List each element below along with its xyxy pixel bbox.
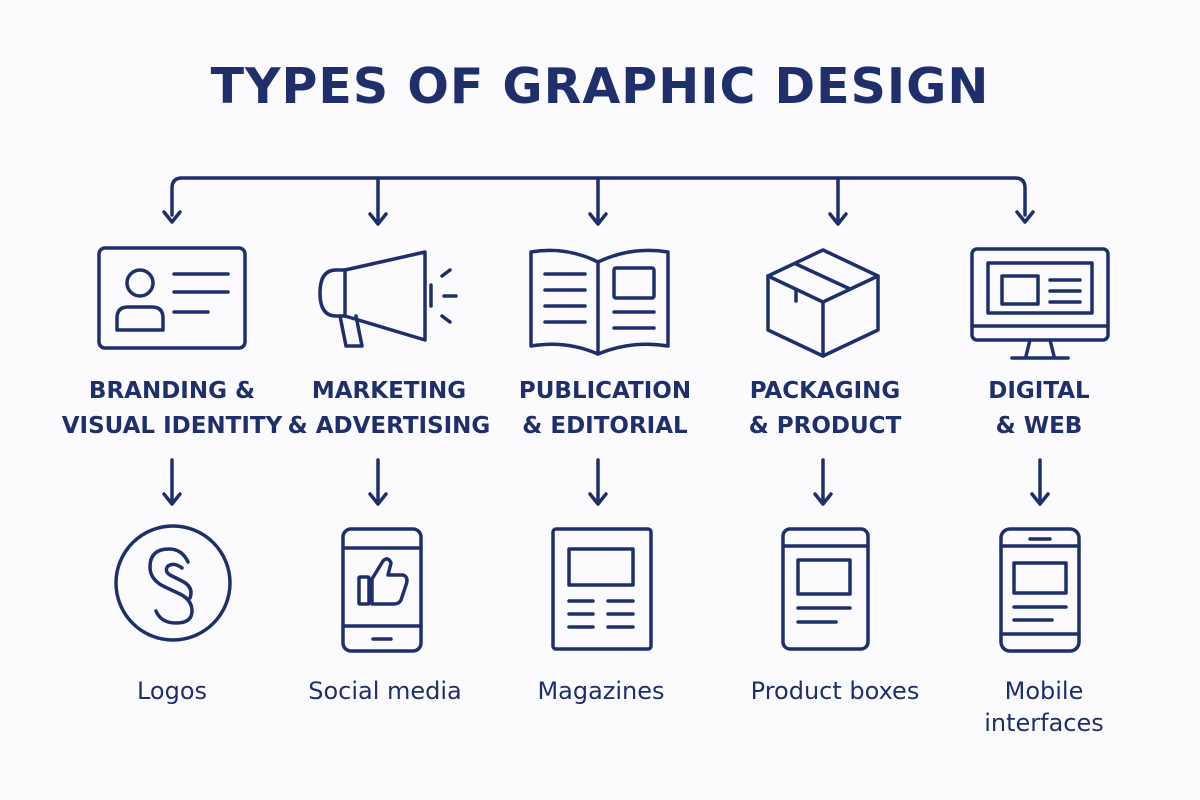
example-label-line: Mobile	[1004, 677, 1084, 705]
example-label-line: Social media	[308, 677, 462, 705]
example-label-line: interfaces	[984, 709, 1104, 737]
example-label-magazines: Magazines	[486, 675, 716, 707]
category-label-packaging: PACKAGING & PRODUCT	[710, 374, 940, 444]
top-connector	[170, 176, 1027, 224]
open-book-icon	[529, 248, 670, 356]
category-label-line: BRANDING &	[88, 378, 256, 404]
phone-thumbs-up-icon	[341, 527, 423, 653]
example-label-social-media: Social media	[270, 675, 500, 707]
magazine-icon	[551, 527, 653, 651]
logo-mark-icon	[114, 524, 232, 642]
category-label-digital: DIGITAL & WEB	[924, 374, 1154, 444]
box-icon	[766, 248, 880, 358]
example-arrows	[162, 458, 1050, 506]
example-label-line: Magazines	[537, 677, 665, 705]
category-label-line: & ADVERTISING	[287, 413, 491, 439]
category-label-line: & EDITORIAL	[522, 413, 688, 439]
category-label-line: PUBLICATION	[518, 378, 692, 404]
top-arrowheads	[162, 210, 1035, 226]
mobile-interface-icon	[999, 527, 1081, 653]
example-label-line: Logos	[136, 677, 208, 705]
diagram-title: TYPES OF GRAPHIC DESIGN	[210, 58, 990, 115]
example-label-logos: Logos	[57, 675, 287, 707]
category-label-line: & WEB	[995, 413, 1083, 439]
monitor-icon	[970, 247, 1110, 360]
product-box-icon	[781, 527, 870, 651]
category-label-line: & PRODUCT	[748, 413, 902, 439]
example-label-mobile-interfaces: Mobile interfaces	[929, 675, 1159, 739]
category-label-publication: PUBLICATION & EDITORIAL	[490, 374, 720, 444]
example-label-line: Product boxes	[750, 677, 920, 705]
category-label-branding: BRANDING & VISUAL IDENTITY	[57, 374, 287, 444]
example-label-product-boxes: Product boxes	[720, 675, 950, 707]
category-label-line: DIGITAL	[988, 378, 1090, 404]
category-label-line: MARKETING	[311, 378, 467, 404]
category-label-marketing: MARKETING & ADVERTISING	[274, 374, 504, 444]
category-label-line: VISUAL IDENTITY	[61, 413, 283, 439]
id-card-icon	[97, 246, 247, 350]
megaphone-icon	[318, 250, 458, 348]
category-label-line: PACKAGING	[749, 378, 901, 404]
